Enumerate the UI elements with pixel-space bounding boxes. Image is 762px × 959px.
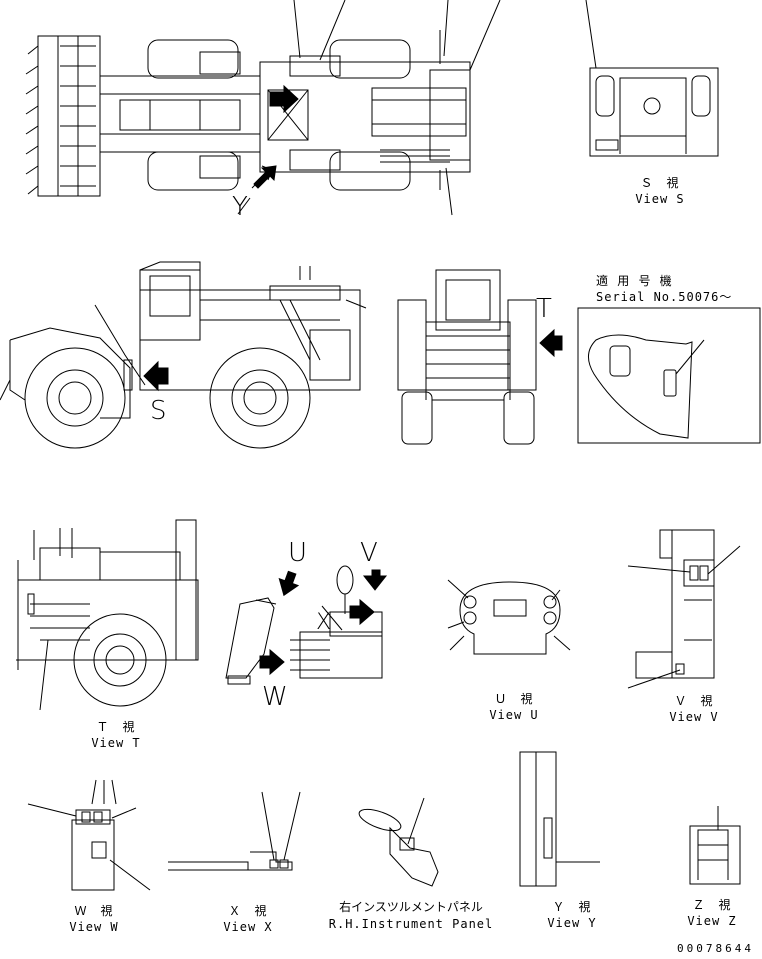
caption-view-z-en: View Z [687,914,737,928]
serial-jp: 適 用 号 機 [596,274,673,288]
view-w-drawing [27,779,151,891]
rear-view-drawing [397,269,563,445]
caption-view-x-jp: Ｘ 視 [228,904,268,918]
view-v-drawing [627,529,741,689]
caption-view-u-jp: Ｕ 視 [494,692,534,706]
document-number: 00078644 [677,942,754,955]
view-u-drawing [447,579,571,655]
caption-view-s-en: View S [635,192,685,206]
callout-y: Y [232,192,248,222]
caption-view-u-en: View U [489,708,539,722]
side-view-drawing [0,261,367,449]
caption-rh-panel-jp: 右インスツルメントパネル [339,900,483,914]
caption-view-t-en: View T [91,736,141,750]
cab-view-drawing [225,565,388,685]
view-s-drawing [585,0,719,157]
callout-s: S [150,396,167,426]
view-x-drawing [168,791,301,871]
view-y-drawing [519,751,600,887]
callout-w: W [262,682,288,712]
caption-view-s-jp: Ｓ 視 [640,176,680,190]
caption-view-y-jp: Ｙ 視 [552,900,592,914]
caption-view-z-jp: Ｚ 視 [692,898,732,912]
caption-view-v-en: View V [669,710,719,724]
caption-view-w-jp: Ｗ 視 [74,904,114,918]
view-z-drawing [689,806,741,885]
callout-x: X [316,610,332,635]
callout-t: T [536,294,552,324]
caption-view-y-en: View Y [547,916,597,930]
view-t-drawing [16,519,199,711]
callout-v: V [360,538,378,568]
rh-panel-drawing [358,797,439,887]
serial-en: Serial No.50076～ [596,290,733,304]
caption-rh-panel-en: R.H.Instrument Panel [328,917,494,931]
serial-inset-drawing [577,307,761,444]
caption-view-w-en: View W [69,920,119,934]
callout-u: U [288,538,308,568]
caption-view-v-jp: Ｖ 視 [674,694,714,708]
caption-view-t-jp: Ｔ 視 [96,720,136,734]
top-view-drawing [25,0,501,216]
caption-view-x-en: View X [223,920,273,934]
